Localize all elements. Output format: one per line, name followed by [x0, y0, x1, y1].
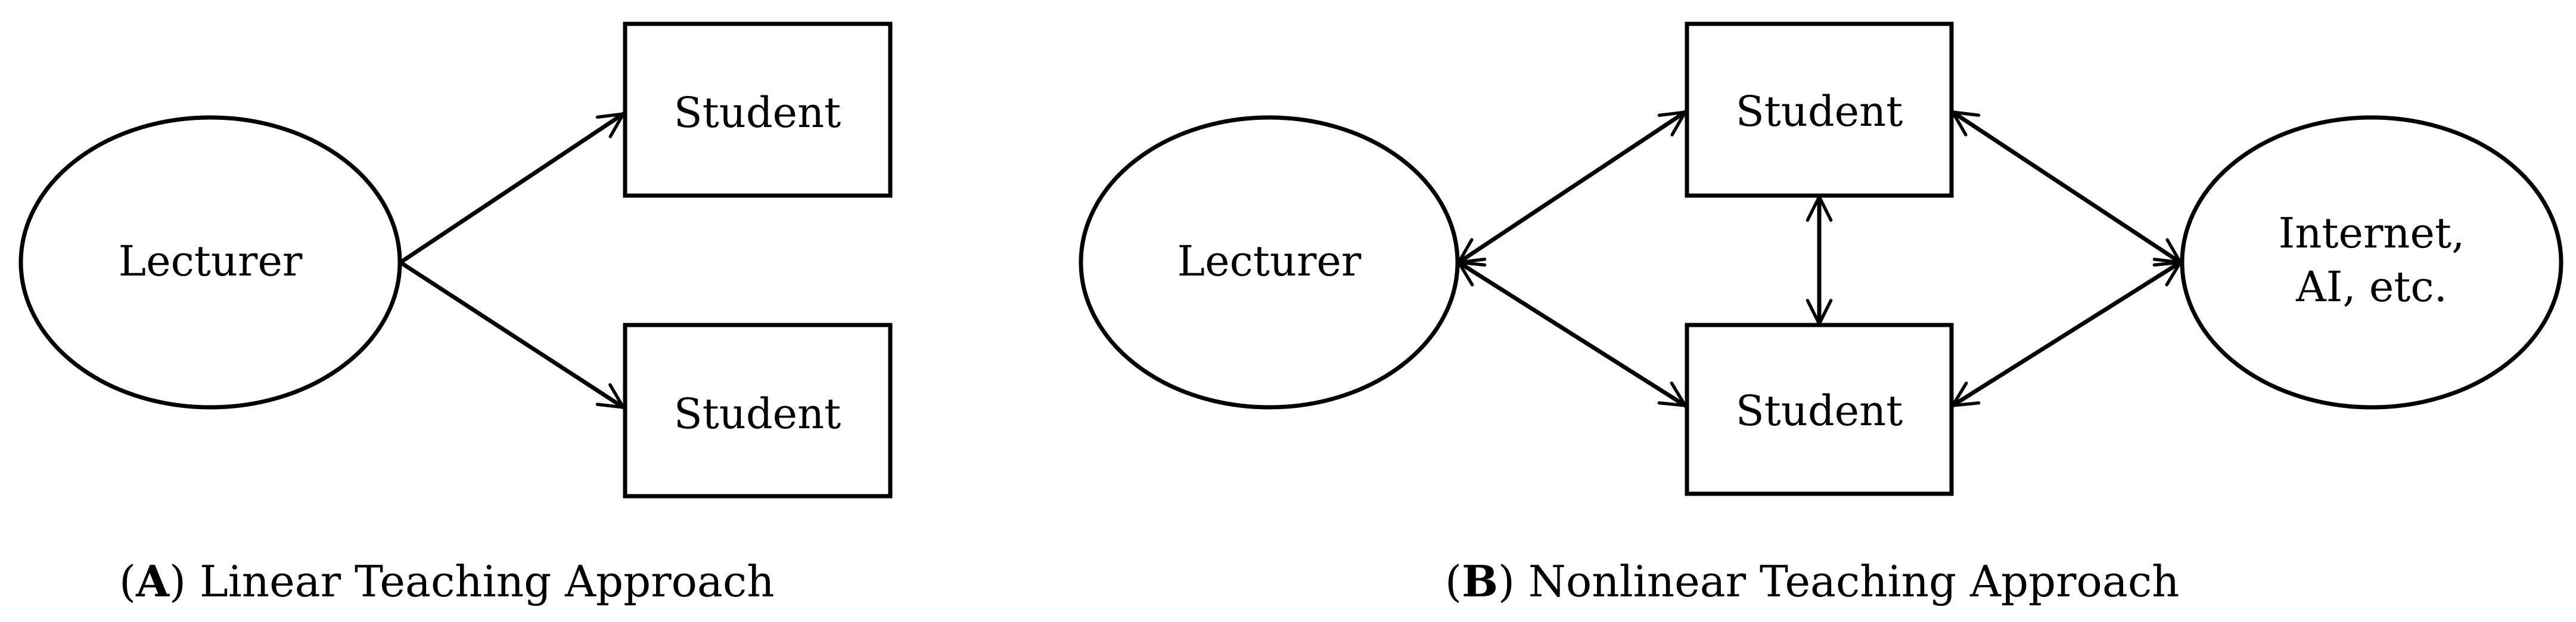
- panel-a-linear: Lecturer Student Student (A) Linear Teac…: [18, 21, 893, 606]
- caption-b-open: (: [1445, 556, 1462, 606]
- edge-lecturer-to-student-bottom: [398, 260, 626, 410]
- internet-ai-label: Internet,AI, etc.: [2279, 209, 2465, 311]
- panel-a-caption: (A) Linear Teaching Approach: [119, 556, 775, 606]
- caption-b-text: Nonlinear Teaching Approach: [1515, 556, 2179, 606]
- student-label-bottom: Student: [674, 389, 841, 438]
- edge-student-bottom-resources: [1950, 260, 2183, 408]
- edge-student-top-resources: [1950, 110, 2183, 265]
- student-node-bottom: [623, 323, 893, 499]
- caption-a-close: ): [169, 556, 186, 606]
- lecturer-label: Lecturer: [119, 237, 303, 286]
- panel-b-caption: (B) Nonlinear Teaching Approach: [1445, 556, 2180, 606]
- student-node-top: [623, 21, 893, 198]
- lecturer-node: [18, 115, 402, 410]
- lecturer-node-b: [1079, 115, 1460, 410]
- student-node-bottom-b: [1685, 323, 1954, 496]
- student-node-top-b: [1685, 21, 1954, 198]
- student-label-top: Student: [674, 88, 841, 137]
- caption-b-letter: B: [1462, 556, 1498, 606]
- internet-ai-label-line2: AI, etc.: [2295, 262, 2447, 311]
- caption-a-text: Linear Teaching Approach: [186, 556, 775, 606]
- lecturer-label-b: Lecturer: [1177, 237, 1362, 286]
- edge-lecturer-to-student-top: [398, 112, 626, 265]
- panel-b-nonlinear: Lecturer Student Student Internet,AI, et…: [1079, 21, 2563, 606]
- internet-ai-node: [2180, 115, 2563, 410]
- internet-ai-label-line1: Internet,: [2279, 209, 2465, 258]
- student-label-top-b: Student: [1736, 87, 1903, 136]
- caption-b-close: ): [1498, 556, 1515, 606]
- edge-lecturer-student-top: [1456, 110, 1688, 265]
- caption-a-letter: A: [135, 556, 170, 606]
- student-label-bottom-b: Student: [1736, 386, 1903, 435]
- edge-lecturer-student-bottom: [1456, 260, 1688, 408]
- caption-a-open: (: [119, 556, 136, 606]
